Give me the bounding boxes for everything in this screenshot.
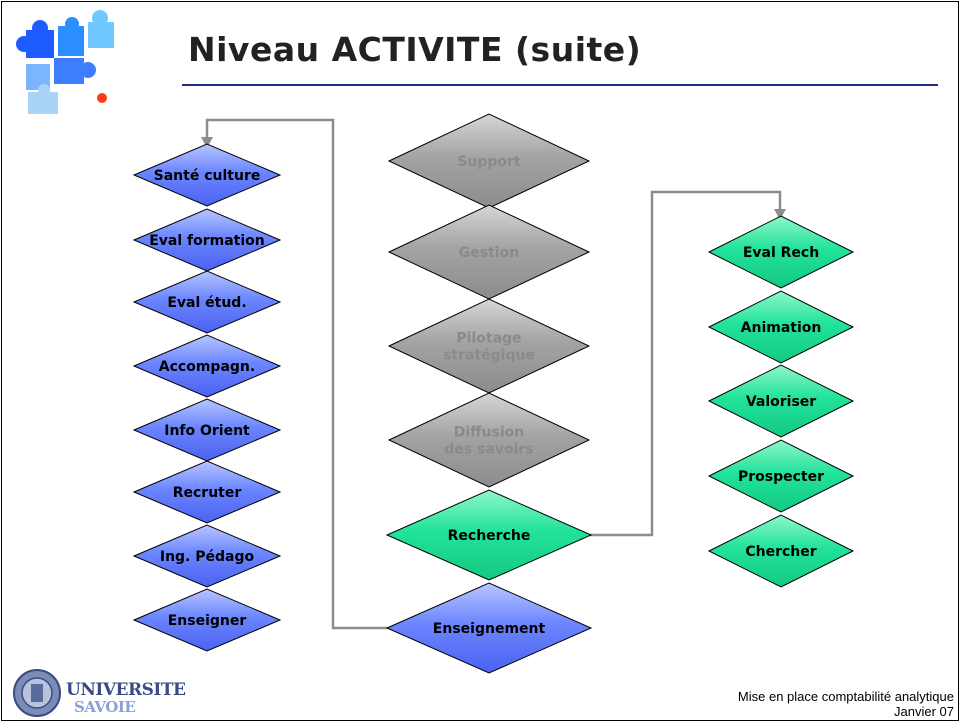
left-node-eval-tud-: Eval étud. — [132, 270, 282, 334]
university-seal-icon — [13, 669, 61, 717]
right-node-animation-shape — [707, 290, 855, 364]
connector-recherche-to-right — [590, 190, 782, 537]
center-node-gestion-label: Gestion — [459, 245, 519, 261]
left-node-eval-tud--label: Eval étud. — [167, 295, 246, 311]
left-node-eval-formation: Eval formation — [132, 208, 282, 272]
center-node-recherche-shape — [385, 489, 593, 581]
left-node-recruter-shape — [132, 460, 282, 524]
arrow-head-left — [201, 137, 213, 148]
center-node-enseignement: Enseignement — [385, 582, 593, 674]
left-node-recruter-label: Recruter — [173, 485, 242, 501]
footer-line-2: Janvier 07 — [894, 704, 954, 719]
right-node-valoriser-label: Valoriser — [746, 394, 816, 410]
right-node-chercher-label: Chercher — [745, 544, 816, 560]
connector-enseignement-to-left — [205, 118, 387, 630]
right-node-chercher: Chercher — [707, 514, 855, 588]
left-node-info-orient: Info Orient — [132, 398, 282, 462]
left-node-sant-culture: Santé culture — [132, 143, 282, 207]
puzzle-logo-icon — [16, 10, 114, 114]
left-node-accompagn--shape — [132, 334, 282, 398]
right-node-eval-rech-label: Eval Rech — [743, 245, 819, 261]
right-node-animation-label: Animation — [741, 320, 822, 336]
right-node-animation: Animation — [707, 290, 855, 364]
center-node-enseignement-shape — [385, 582, 593, 674]
left-node-ing-p-dago-label: Ing. Pédago — [160, 549, 255, 565]
right-node-eval-rech: Eval Rech — [707, 215, 855, 289]
left-node-eval-tud--shape — [132, 270, 282, 334]
right-node-valoriser: Valoriser — [707, 364, 855, 438]
center-node-pilotage-strat-gique-shape — [387, 298, 591, 394]
center-node-support: Support — [387, 113, 591, 209]
page-title: Niveau ACTIVITE (suite) — [188, 30, 642, 69]
center-node-recherche-label: Recherche — [448, 528, 531, 544]
right-node-prospecter-label: Prospecter — [738, 469, 824, 485]
left-node-sant-culture-shape — [132, 143, 282, 207]
left-node-ing-p-dago: Ing. Pédago — [132, 524, 282, 588]
center-node-gestion-shape — [387, 204, 591, 300]
center-column: SupportGestionPilotagestratégiqueDiffusi… — [385, 113, 593, 674]
center-node-pilotage-strat-gique-label: Pilotage — [456, 331, 521, 347]
left-node-eval-formation-label: Eval formation — [149, 233, 265, 249]
center-node-support-shape — [387, 113, 591, 209]
university-logo-subtext: SAVOIE — [74, 698, 136, 716]
right-node-valoriser-shape — [707, 364, 855, 438]
left-node-ing-p-dago-shape — [132, 524, 282, 588]
footer: Mise en place comptabilité analytique Ja… — [738, 689, 954, 719]
center-node-diffusion-des-savoirs-label: Diffusion — [454, 425, 524, 441]
center-node-recherche: Recherche — [385, 489, 593, 581]
left-node-recruter: Recruter — [132, 460, 282, 524]
left-node-enseigner-shape — [132, 588, 282, 652]
title-underline — [182, 84, 938, 86]
left-node-enseigner-label: Enseigner — [168, 613, 247, 629]
left-node-info-orient-label: Info Orient — [164, 423, 250, 439]
right-node-prospecter: Prospecter — [707, 439, 855, 513]
center-node-gestion: Gestion — [387, 204, 591, 300]
center-node-diffusion-des-savoirs-shape — [387, 392, 591, 488]
left-node-sant-culture-label: Santé culture — [154, 168, 261, 184]
left-node-enseigner: Enseigner — [132, 588, 282, 652]
right-column: Eval RechAnimationValoriserProspecterChe… — [707, 215, 855, 588]
left-node-accompagn-: Accompagn. — [132, 334, 282, 398]
left-node-accompagn--label: Accompagn. — [159, 359, 255, 375]
arrow-head-right — [774, 209, 786, 220]
left-node-info-orient-shape — [132, 398, 282, 462]
right-node-chercher-shape — [707, 514, 855, 588]
right-node-eval-rech-shape — [707, 215, 855, 289]
center-node-enseignement-label: Enseignement — [433, 621, 546, 637]
center-node-support-label: Support — [457, 154, 521, 170]
left-node-eval-formation-shape — [132, 208, 282, 272]
university-logo-text: UNIVERSITE — [66, 680, 186, 700]
right-node-prospecter-shape — [707, 439, 855, 513]
center-node-pilotage-strat-gique-label: stratégique — [443, 348, 535, 364]
center-node-diffusion-des-savoirs-label: des savoirs — [444, 442, 533, 458]
footer-line-1: Mise en place comptabilité analytique — [737, 689, 954, 704]
